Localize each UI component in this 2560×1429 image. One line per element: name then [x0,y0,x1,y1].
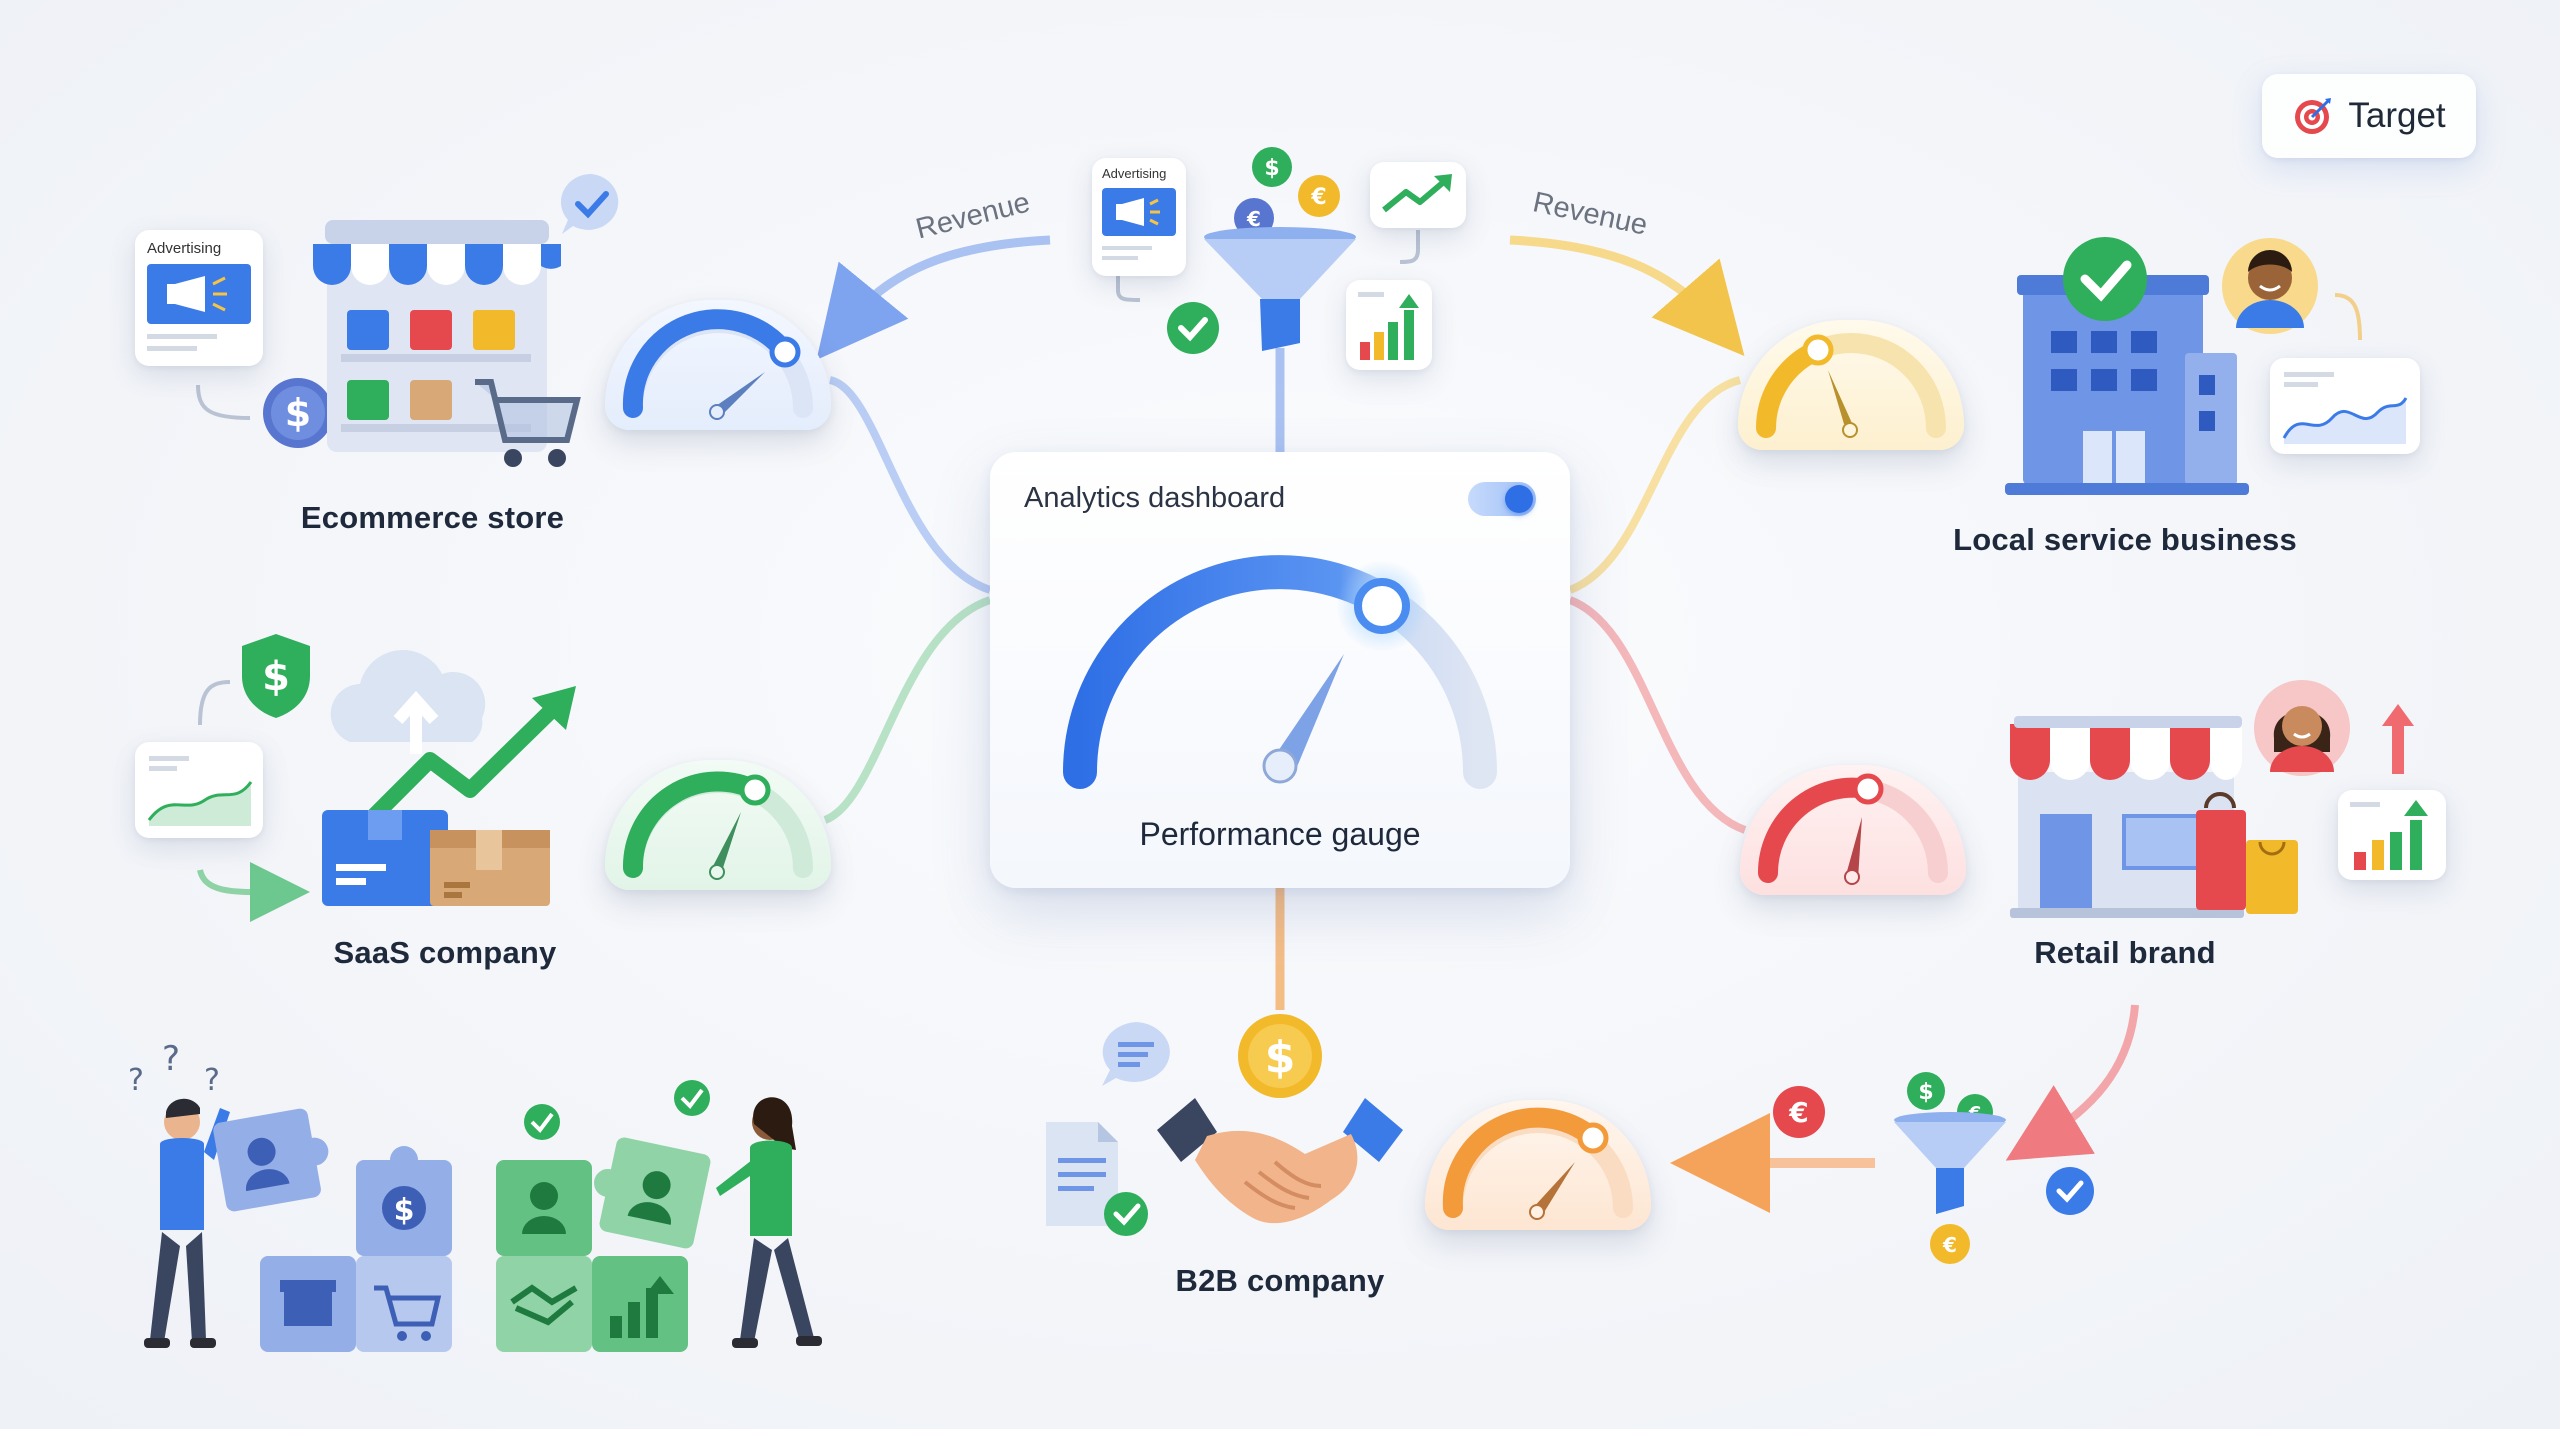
b2b-gauge [1425,1100,1651,1230]
chart-card [2270,358,2420,454]
megaphone-icon [1102,188,1176,260]
bar-chart-card [1346,280,1432,370]
funnel-icon [1894,1112,2006,1214]
b2b-company-label: B2B company [1175,1263,1385,1298]
svg-text:$: $ [285,391,311,435]
euro-coin-icon: € [1773,1086,1825,1138]
office-building-icon [2005,237,2249,495]
svg-text:€: € [1942,1233,1957,1257]
dollar-coin-icon: $ [1907,1072,1945,1110]
gauge-icon [1756,333,1946,438]
svg-text:€: € [1246,207,1261,231]
local-service-business-label: Local service business [1953,522,2297,557]
svg-text:?: ? [128,1063,144,1098]
gauge-icon [1757,773,1948,885]
funnel-icon [1204,227,1356,351]
avatar [2254,680,2350,776]
handshake-icon [1157,1098,1403,1224]
svg-text:?: ? [162,1040,180,1079]
svg-text:$: $ [1264,156,1279,181]
megaphone-icon [147,264,251,351]
target-icon [2295,98,2332,134]
document-check-icon [1046,1122,1148,1236]
performance-gauge-icon [1063,555,1497,789]
advertising-text: Advertising [147,240,222,257]
dashboard-toggle[interactable] [1468,482,1536,516]
arrow-up-icon [2382,704,2414,774]
line-chart-icon [2282,372,2408,444]
dashboard-title: Analytics dashboard [1024,482,1286,514]
check-badge-icon [2046,1167,2094,1215]
target-button[interactable]: Target [2262,74,2476,158]
gauge-icon [1442,1107,1633,1220]
saas-gauge [605,760,831,890]
performance-gauge-label: Performance gauge [1139,816,1421,852]
retail-brand-label: Retail brand [2034,935,2216,970]
euro-coin-icon: € [1930,1224,1970,1264]
svg-text:$: $ [394,1193,415,1228]
trend-card [1370,162,1466,228]
chart-card [135,742,263,838]
gauge-icon [622,771,813,880]
trend-up-icon [1382,174,1452,213]
shield-dollar-icon: $ [242,634,310,718]
retail-shop-icon [2010,716,2298,918]
svg-text:?: ? [204,1063,220,1098]
toggle-knob [1505,485,1533,513]
advertising-card: Advertising [135,230,263,366]
avatar [2222,238,2318,334]
svg-text:$: $ [262,654,290,700]
dollar-coin-icon: $ [1252,147,1292,187]
gauge-icon [622,309,813,420]
retail-gauge [1740,765,1966,895]
dollar-coin-icon: $ [1238,1014,1322,1098]
ecommerce-store-label: Ecommerce store [300,500,565,535]
advertising-card: Advertising [1092,158,1186,276]
chat-bubble-icon [1102,1022,1170,1086]
svg-text:$: $ [1918,1080,1933,1105]
bar-chart-card [2338,790,2446,880]
cloud-growth-boxes-icon [322,650,576,906]
ecommerce-gauge [605,300,831,430]
analytics-dashboard-card[interactable]: Analytics dashboard Performance gauge [990,452,1570,888]
local-service-gauge [1738,320,1964,450]
check-badge-icon [1167,302,1219,354]
svg-text:€: € [1310,185,1326,210]
bar-chart-icon [1358,292,1419,360]
svg-text:€: € [1788,1096,1808,1129]
area-chart-icon [147,756,253,826]
bar-chart-icon [2350,800,2428,870]
storefront-icon [313,220,581,467]
chat-check-icon [560,174,619,234]
euro-coin-icon: € [1298,175,1340,217]
target-button-label: Target [2348,96,2446,135]
svg-text:$: $ [1265,1032,1296,1083]
advertising-text: Advertising [1102,166,1167,181]
saas-company-label: SaaS company [333,935,557,970]
dollar-coin-icon: $ [263,378,333,448]
puzzle-teamwork-illustration: ? ? ? $ [128,1040,822,1352]
